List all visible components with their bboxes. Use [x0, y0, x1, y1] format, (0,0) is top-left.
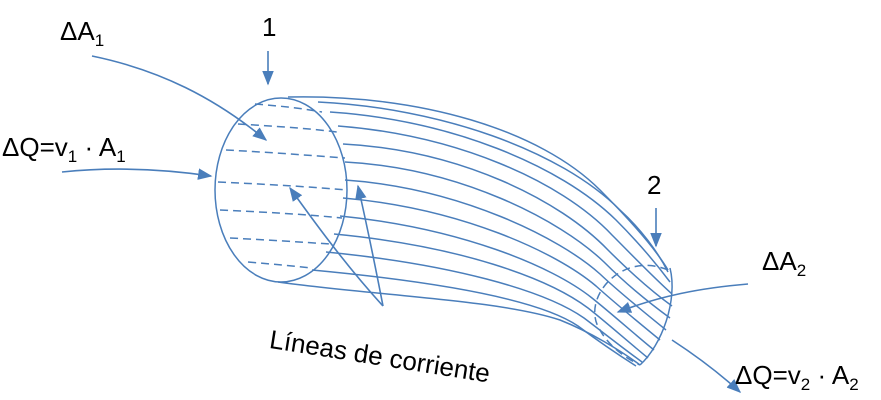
streamline	[329, 111, 671, 283]
delta-q2-arrow	[671, 339, 742, 393]
streamline	[311, 269, 637, 367]
delta-a2-arrow	[616, 283, 749, 313]
dashed-streamline	[254, 103, 323, 113]
label-delta-q2: ΔQ=v2 · A2	[735, 360, 859, 394]
streamline	[344, 179, 667, 331]
streamline	[325, 251, 643, 363]
label-delta-a1: ΔA1	[60, 16, 105, 50]
label-delta-a2: ΔA2	[762, 246, 807, 280]
tube-upper-boundary	[287, 96, 669, 271]
delta-a1-arrow	[91, 55, 268, 141]
streamline-pointer-left	[289, 186, 384, 307]
dashed-streamline	[237, 123, 338, 133]
label-delta-q1: ΔQ=v1 · A1	[2, 132, 126, 166]
section-1-ellipse	[214, 97, 348, 283]
streamline	[339, 215, 655, 351]
dashed-streamline	[247, 261, 313, 269]
streamline-pointer-right	[355, 184, 384, 307]
streamline	[333, 233, 649, 359]
label-section-1: 1	[262, 12, 277, 42]
section-2-hidden-arc	[594, 264, 669, 366]
streamline	[342, 143, 673, 307]
label-section-2: 2	[647, 170, 662, 200]
streamline	[342, 197, 661, 341]
dashed-streamline	[217, 181, 348, 191]
delta-q1-arrow	[61, 168, 213, 180]
dashed-streamline	[225, 149, 346, 159]
section-1-dashed-lines	[217, 103, 348, 269]
tube-lower-boundary	[277, 281, 641, 366]
streamline	[337, 125, 673, 295]
streamlines-group	[311, 101, 673, 367]
dashed-streamline	[219, 209, 343, 219]
dashed-streamline	[229, 237, 331, 245]
streamline	[344, 161, 671, 319]
streamline	[317, 101, 669, 273]
